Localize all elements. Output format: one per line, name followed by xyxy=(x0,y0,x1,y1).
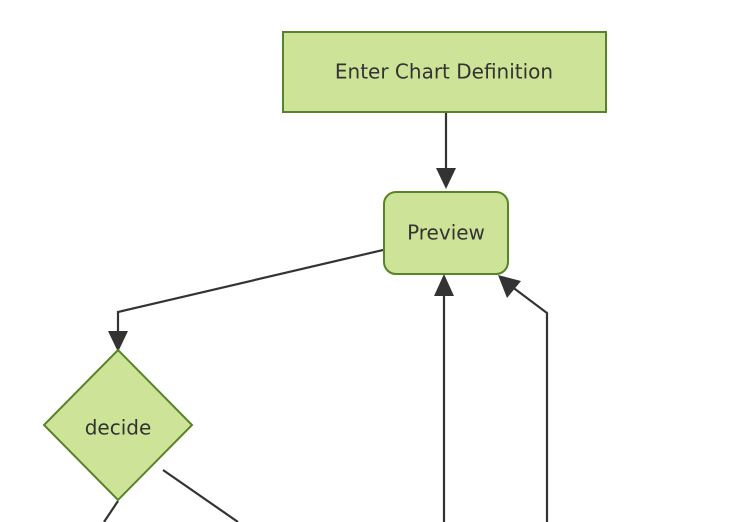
edge-layer xyxy=(103,113,549,522)
edge-bottom-right-to-preview[interactable] xyxy=(498,275,549,522)
node-shape-rounded-rectangle xyxy=(383,191,509,275)
edge-enter-to-preview[interactable] xyxy=(436,113,456,189)
node-enter-chart-definition[interactable]: Enter Chart Definition xyxy=(282,31,607,113)
edge-preview-to-decide[interactable] xyxy=(108,248,384,352)
edge-line xyxy=(116,248,384,341)
node-layer: Enter Chart Definition Preview decide xyxy=(42,31,607,502)
edge-line xyxy=(103,500,119,522)
arrowhead-icon xyxy=(108,331,128,352)
node-shape-diamond xyxy=(42,348,194,502)
node-preview[interactable]: Preview xyxy=(383,191,509,275)
node-shape-rectangle xyxy=(282,31,607,113)
arrowhead-icon xyxy=(436,168,456,189)
arrowhead-icon xyxy=(434,274,454,296)
edge-bottom-center-to-preview[interactable] xyxy=(434,274,454,522)
node-decide[interactable]: decide xyxy=(42,348,194,502)
arrowhead-icon xyxy=(498,275,521,298)
edge-line xyxy=(162,469,239,522)
edge-decide-to-below-right[interactable] xyxy=(162,469,239,522)
edge-line xyxy=(502,279,549,522)
edge-decide-to-below-left[interactable] xyxy=(103,500,119,522)
